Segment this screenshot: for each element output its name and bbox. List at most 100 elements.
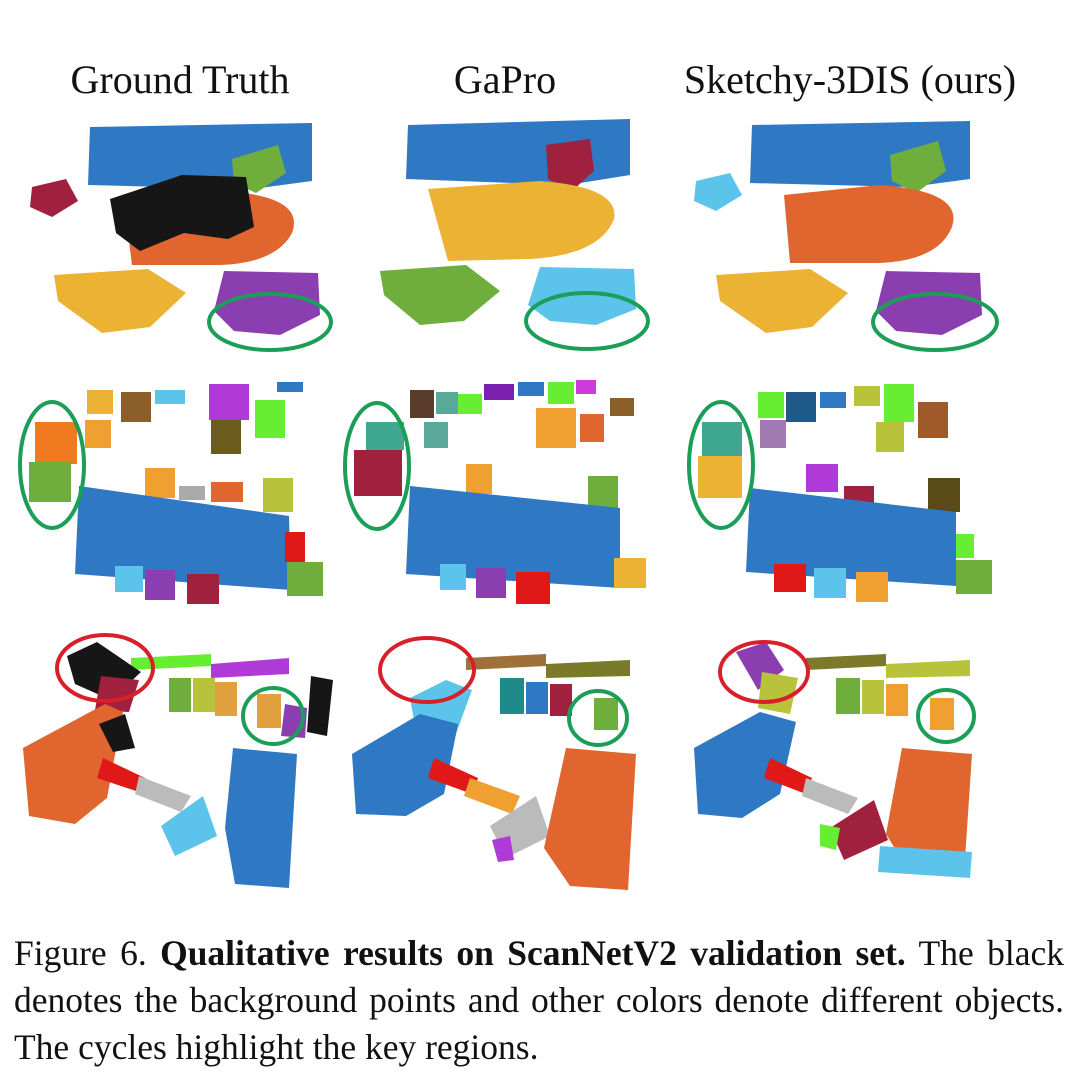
board-gray — [135, 776, 191, 812]
table-yellow — [428, 181, 615, 261]
desk-blue — [694, 712, 796, 818]
caption-bold-title: Qualitative results on ScanNetV2 validat… — [160, 933, 906, 973]
chair — [255, 400, 285, 438]
chair — [121, 392, 151, 422]
table-blue — [406, 486, 620, 588]
cabinet-black-tall — [307, 676, 333, 736]
chair — [956, 560, 992, 594]
background-black — [110, 175, 254, 251]
column-title-gapro: GaPro — [453, 57, 557, 102]
shelf-olive — [806, 654, 886, 670]
chair — [854, 386, 880, 406]
highlight-circle-green — [687, 400, 755, 530]
chair-green — [380, 265, 500, 325]
chair — [774, 564, 806, 592]
chair — [758, 392, 784, 418]
board-red — [428, 758, 478, 794]
chair — [518, 382, 544, 396]
scene-1-sketchy-3dis — [680, 115, 1010, 365]
chair — [87, 390, 113, 414]
highlight-circle-green — [241, 686, 305, 746]
chair — [550, 684, 572, 716]
chair-yellow — [716, 269, 848, 333]
armchair-maroon — [30, 179, 78, 217]
chair-teal — [366, 422, 404, 450]
scene-3-sketchy-3dis — [680, 628, 1010, 898]
chair — [928, 478, 960, 512]
table-blue — [75, 486, 291, 590]
desk-black — [99, 714, 135, 752]
chair — [526, 682, 548, 714]
chair — [484, 384, 514, 400]
highlight-circle-green — [207, 292, 333, 352]
chair — [886, 684, 908, 716]
scene-1-gapro — [350, 115, 670, 365]
chair — [806, 464, 838, 492]
cabinet-maroon — [95, 676, 139, 712]
chair — [814, 568, 846, 598]
chair — [277, 382, 303, 392]
chair — [424, 422, 448, 448]
chair — [536, 408, 576, 448]
highlight-circle-green — [343, 401, 411, 531]
chair-yellow — [698, 456, 742, 498]
highlight-circle-green — [524, 291, 650, 351]
chair-maroon — [546, 139, 594, 191]
board-red — [97, 758, 145, 792]
caption-prefix: Figure 6. — [14, 933, 161, 973]
sofa-blue — [406, 119, 630, 185]
shelf-green — [886, 660, 970, 678]
chair — [436, 392, 458, 414]
chair — [918, 402, 948, 438]
bench-light-blue — [878, 846, 972, 878]
chair — [193, 678, 215, 712]
armchair-light-blue — [694, 173, 742, 211]
shelf-purple — [211, 658, 289, 678]
chair-orange — [35, 422, 77, 464]
desk-blue — [225, 748, 297, 888]
board-green — [820, 824, 840, 850]
chair — [440, 564, 466, 590]
highlight-circle-red — [55, 633, 155, 703]
chair — [548, 382, 574, 404]
board-maroon — [830, 800, 888, 860]
chair — [155, 390, 185, 404]
chair-green — [29, 462, 71, 502]
highlight-circle-green — [567, 689, 629, 747]
chair — [580, 414, 604, 442]
table-blue — [746, 488, 956, 586]
desk-orange — [23, 704, 123, 824]
column-title-sketchy-3dis: Sketchy-3DIS (ours) — [683, 57, 1017, 102]
chair — [466, 464, 492, 494]
chair — [610, 398, 634, 416]
chair — [458, 394, 482, 414]
highlight-circle-green — [871, 292, 999, 352]
chair — [862, 680, 884, 714]
shelf-green — [131, 654, 211, 670]
board-light-blue — [161, 796, 217, 856]
chair — [856, 572, 888, 602]
chair — [287, 562, 323, 596]
chair — [476, 568, 506, 598]
scene-3-gapro — [340, 628, 670, 898]
board-red — [764, 758, 812, 794]
column-title-ground-truth: Ground Truth — [70, 57, 290, 102]
figure-caption: Figure 6. Qualitative results on ScanNet… — [14, 930, 1064, 1071]
chair — [594, 698, 618, 730]
shelf-brown — [466, 654, 546, 670]
chair — [614, 558, 646, 588]
scene-2-ground-truth — [15, 378, 335, 608]
desk-orange — [544, 748, 636, 890]
chair — [410, 390, 434, 418]
shelf-olive — [546, 660, 630, 678]
highlight-circle-red — [378, 636, 476, 704]
board-gray — [802, 778, 858, 814]
chair — [85, 420, 111, 448]
chair — [820, 392, 846, 408]
chair — [187, 574, 219, 604]
desk-blue — [352, 714, 458, 816]
chair — [786, 392, 816, 422]
scene-2-sketchy-3dis — [680, 378, 1010, 608]
chair-maroon — [354, 450, 402, 496]
board-purple — [492, 836, 514, 862]
